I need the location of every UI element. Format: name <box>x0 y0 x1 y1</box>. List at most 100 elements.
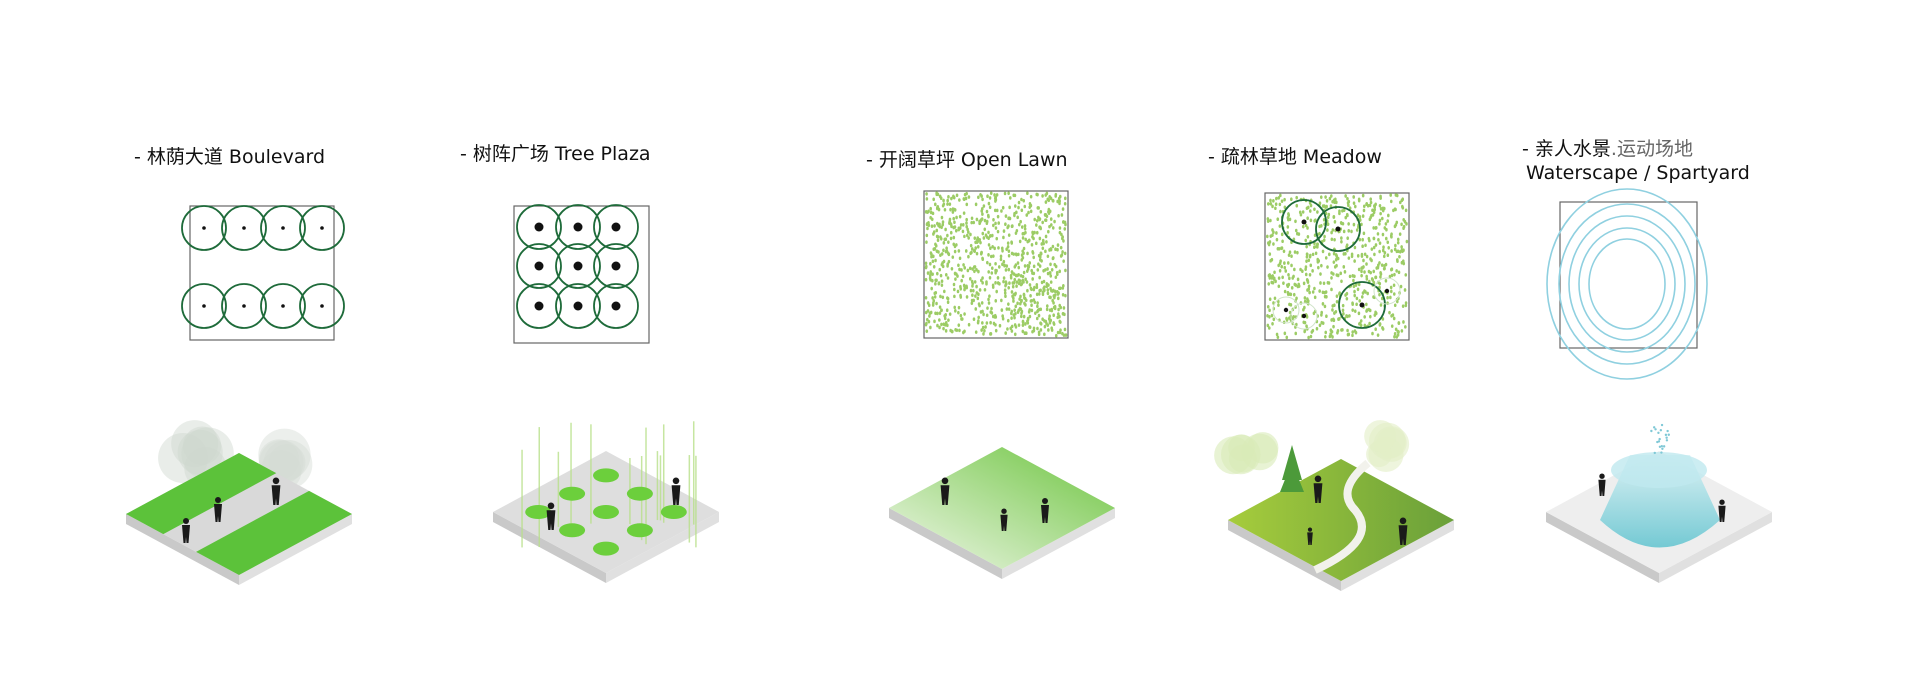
grass-dot <box>946 296 949 300</box>
grass-dot <box>1063 327 1067 332</box>
grass-dot <box>1013 204 1017 208</box>
grass-dot <box>1393 247 1397 252</box>
grass-dot <box>977 315 980 320</box>
grass-dot <box>1061 331 1064 336</box>
grass-dot <box>1025 331 1028 336</box>
grass-dot <box>934 258 937 263</box>
grass-dot <box>1012 299 1015 303</box>
grass-dot <box>1061 207 1065 211</box>
person-silhouette <box>1000 508 1008 531</box>
grass-dot <box>1394 223 1398 227</box>
grass-dot <box>1363 270 1366 274</box>
grass-dot <box>1338 291 1342 295</box>
grass-dot <box>981 276 984 280</box>
grass-dot <box>931 296 934 300</box>
grass-dot <box>1369 197 1373 201</box>
tree-foliage <box>1364 420 1397 453</box>
person-silhouette <box>1313 475 1323 503</box>
grass-dot <box>926 271 930 275</box>
grass-dot <box>935 228 939 233</box>
grass-dot <box>1368 203 1372 208</box>
grass-dot <box>925 321 928 326</box>
grass-dot <box>1346 197 1349 201</box>
grass-dot <box>1039 226 1043 231</box>
grass-dot <box>1324 334 1327 339</box>
grass-dot <box>1280 246 1284 250</box>
grass-dot <box>1283 197 1286 202</box>
grass-dot <box>1272 199 1275 203</box>
grass-dot <box>1378 281 1382 286</box>
grass-dot <box>960 278 964 283</box>
grass-dot <box>1007 253 1011 258</box>
grass-dot <box>964 249 968 253</box>
grass-dot <box>1372 236 1376 241</box>
grass-dot <box>975 291 979 295</box>
grass-dot <box>1035 316 1039 321</box>
grass-dot <box>1323 294 1327 299</box>
grass-dot <box>1045 191 1049 196</box>
grass-dot <box>924 277 928 282</box>
grass-dot <box>1021 274 1025 279</box>
grass-dot <box>1004 331 1007 335</box>
grass-dot <box>1045 304 1049 308</box>
grass-dot <box>1021 320 1025 324</box>
grass-dot <box>988 294 991 298</box>
grass-dot <box>1039 209 1043 214</box>
grass-dot <box>1021 329 1025 334</box>
grass-dot <box>1009 275 1013 280</box>
grass-dot <box>1313 245 1316 250</box>
grass-dot <box>1006 244 1010 249</box>
grass-dot <box>1335 294 1339 298</box>
grass-dot <box>1284 269 1288 273</box>
grass-dot <box>1334 257 1338 262</box>
tree-trunk-dot <box>611 301 621 311</box>
grass-dot <box>946 300 950 304</box>
grass-dot <box>972 298 975 303</box>
grass-dot <box>1381 248 1385 253</box>
grass-dot <box>1379 194 1382 199</box>
grass-dot <box>1318 323 1322 328</box>
grass-dot <box>953 220 956 225</box>
grass-dot <box>1304 238 1308 243</box>
grass-dot <box>1332 324 1335 329</box>
grass-dot <box>1279 209 1282 214</box>
grass-dot <box>1361 237 1364 242</box>
grass-dot <box>973 236 977 240</box>
grass-dot <box>1002 259 1006 264</box>
grass-dot <box>949 207 952 212</box>
plan-views <box>181 188 1708 380</box>
grass-dot <box>1008 281 1011 285</box>
grass-dot <box>1364 243 1367 248</box>
grass-dot <box>1024 322 1027 326</box>
grass-dot <box>1404 301 1408 305</box>
tree-canopy <box>555 283 601 329</box>
grass-dot <box>938 311 942 315</box>
grass-dot <box>1313 233 1317 238</box>
grass-dot <box>972 288 975 293</box>
grass-dot <box>1270 313 1274 318</box>
grass-dot <box>1350 229 1353 234</box>
person-body <box>940 485 950 505</box>
grass-dot <box>1005 264 1009 268</box>
grass-dot <box>1294 228 1298 233</box>
base-side-right <box>1002 508 1115 579</box>
tree-trunk-dot <box>1335 226 1341 232</box>
grass-dot <box>970 301 974 306</box>
grass-dot <box>974 294 977 298</box>
grass-dot <box>974 330 978 334</box>
grass-dot <box>927 221 930 225</box>
grass-dot <box>1352 278 1355 283</box>
grass-dot <box>1283 265 1287 270</box>
grass-dot <box>949 328 952 333</box>
grass-dot <box>1342 252 1346 256</box>
grass-dot <box>1365 254 1369 259</box>
grass-dot <box>1363 315 1366 319</box>
grass-dot <box>1358 215 1362 219</box>
grass-dot <box>1378 249 1381 254</box>
grass-dot <box>940 308 943 313</box>
grass-dot <box>1277 284 1281 289</box>
grass-dot <box>985 321 989 325</box>
tree-foliage <box>177 429 223 476</box>
grass-dot <box>982 236 986 240</box>
grass-dot <box>1053 295 1056 300</box>
